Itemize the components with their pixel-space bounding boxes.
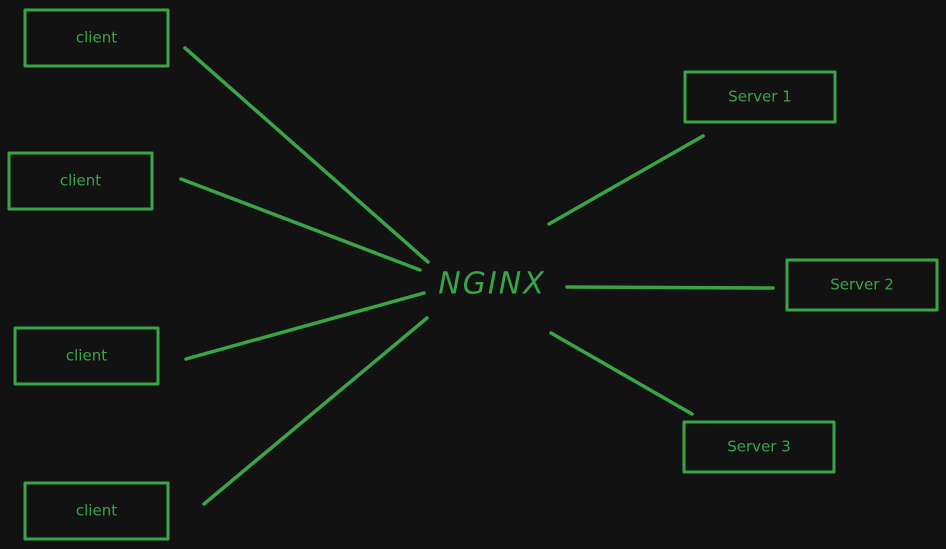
client-box	[13, 326, 160, 386]
nginx-label: NGINX	[438, 267, 546, 302]
client-node-3[interactable]: client	[13, 326, 160, 386]
server-label: Server 2	[830, 276, 894, 294]
server-label: Server 3	[727, 438, 791, 456]
client-box	[23, 481, 170, 541]
edge-nginx-to-server-2	[565, 285, 775, 290]
edge-client-1-to-nginx	[183, 46, 430, 264]
client-box	[7, 151, 154, 211]
client-label: client	[60, 172, 101, 190]
server-node-1[interactable]: Server 1	[683, 70, 837, 124]
edge-client-3-to-nginx	[184, 291, 426, 361]
server-box	[683, 70, 837, 124]
edge-client-4-to-nginx	[202, 316, 429, 506]
edge-nginx-to-server-1	[547, 134, 705, 226]
client-label: client	[66, 347, 107, 365]
server-node-3[interactable]: Server 3	[682, 420, 836, 474]
client-box	[23, 8, 170, 68]
client-node-4[interactable]: client	[23, 481, 170, 541]
client-node-2[interactable]: client	[7, 151, 154, 211]
server-box	[785, 258, 939, 312]
client-node-1[interactable]: client	[23, 8, 170, 68]
nginx-hub[interactable]: NGINX	[438, 267, 546, 302]
edge-nginx-to-server-3	[549, 331, 694, 416]
server-node-2[interactable]: Server 2	[785, 258, 939, 312]
edge-client-2-to-nginx	[179, 177, 422, 272]
client-label: client	[76, 29, 117, 47]
server-box	[682, 420, 836, 474]
server-label: Server 1	[728, 88, 792, 106]
client-label: client	[76, 502, 117, 520]
